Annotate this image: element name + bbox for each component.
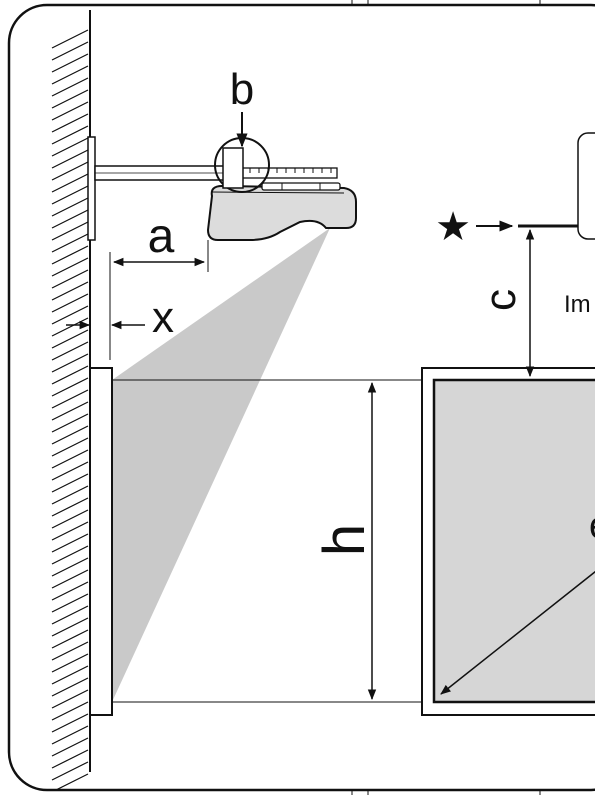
hatch-line <box>51 125 89 145</box>
hatch-line <box>51 413 89 433</box>
hatch-line <box>51 689 89 709</box>
star-icon: ★ <box>435 205 471 249</box>
hatch-line <box>51 161 89 181</box>
hatch-line <box>51 257 89 277</box>
hatch-line <box>51 773 89 790</box>
hatch-line <box>51 269 89 289</box>
mount-wall-plate <box>87 136 96 241</box>
hatch-line <box>51 245 89 265</box>
hatch-line <box>51 497 89 517</box>
hatch-line <box>51 593 89 613</box>
hatch-line <box>51 581 89 601</box>
hatch-line <box>51 761 89 781</box>
screen-side <box>89 367 113 716</box>
hatch-line <box>51 653 89 673</box>
hatch-line <box>51 197 89 217</box>
hatch-line <box>51 113 89 133</box>
hatch-line <box>51 665 89 685</box>
hatch-line <box>51 545 89 565</box>
hatch-line <box>51 485 89 505</box>
screen-front-surface <box>432 378 595 704</box>
hatch-line <box>51 437 89 457</box>
hatch-line <box>51 557 89 577</box>
hatch-line <box>51 617 89 637</box>
projection-beam <box>112 228 330 702</box>
hatch-line <box>51 713 89 733</box>
hatch-line <box>51 749 89 769</box>
hatch-line <box>51 389 89 409</box>
hatch-line <box>51 461 89 481</box>
wall-hatching <box>51 29 89 790</box>
mount-rail <box>241 167 338 179</box>
hatch-line <box>51 449 89 469</box>
hatch-line <box>51 281 89 301</box>
diagonal-arrow <box>440 559 595 695</box>
hatch-line <box>51 737 89 757</box>
hatch-line <box>51 41 89 61</box>
projector-body <box>206 184 357 241</box>
hatch-line <box>51 509 89 529</box>
label-c: c <box>476 289 525 311</box>
hatch-line <box>51 725 89 745</box>
hatch-line <box>51 65 89 85</box>
hatch-line <box>51 221 89 241</box>
hatch-line <box>51 329 89 349</box>
hatch-line <box>51 365 89 385</box>
svg-text:e: e <box>589 505 595 547</box>
label-a: a <box>148 210 175 263</box>
label-x: x <box>152 293 174 342</box>
hatch-line <box>51 629 89 649</box>
hatch-line <box>51 137 89 157</box>
label-b: b <box>230 65 254 114</box>
hatch-line <box>51 101 89 121</box>
hatch-line <box>51 521 89 541</box>
outer-frame <box>7 3 595 792</box>
hatch-line <box>51 341 89 361</box>
hatch-line <box>51 401 89 421</box>
hatch-line <box>51 185 89 205</box>
hatch-line <box>51 29 89 49</box>
hatch-line <box>51 425 89 445</box>
hatch-line <box>51 701 89 721</box>
hatch-line <box>51 233 89 253</box>
hatch-line <box>51 533 89 553</box>
hatch-line <box>51 77 89 97</box>
hatch-line <box>51 677 89 697</box>
hatch-line <box>51 209 89 229</box>
hatch-line <box>51 353 89 373</box>
hatch-line <box>51 473 89 493</box>
hatch-line <box>51 569 89 589</box>
hatch-line <box>51 305 89 325</box>
hatch-line <box>51 293 89 313</box>
hatch-line <box>51 53 89 73</box>
label-im: Im <box>564 291 591 318</box>
hatch-line <box>51 89 89 109</box>
image-panel <box>577 132 595 240</box>
label-h: h <box>312 524 377 556</box>
hatch-line <box>51 605 89 625</box>
hatch-line <box>51 377 89 397</box>
hatch-line <box>51 641 89 661</box>
hatch-line <box>51 149 89 169</box>
hatch-line <box>51 173 89 193</box>
